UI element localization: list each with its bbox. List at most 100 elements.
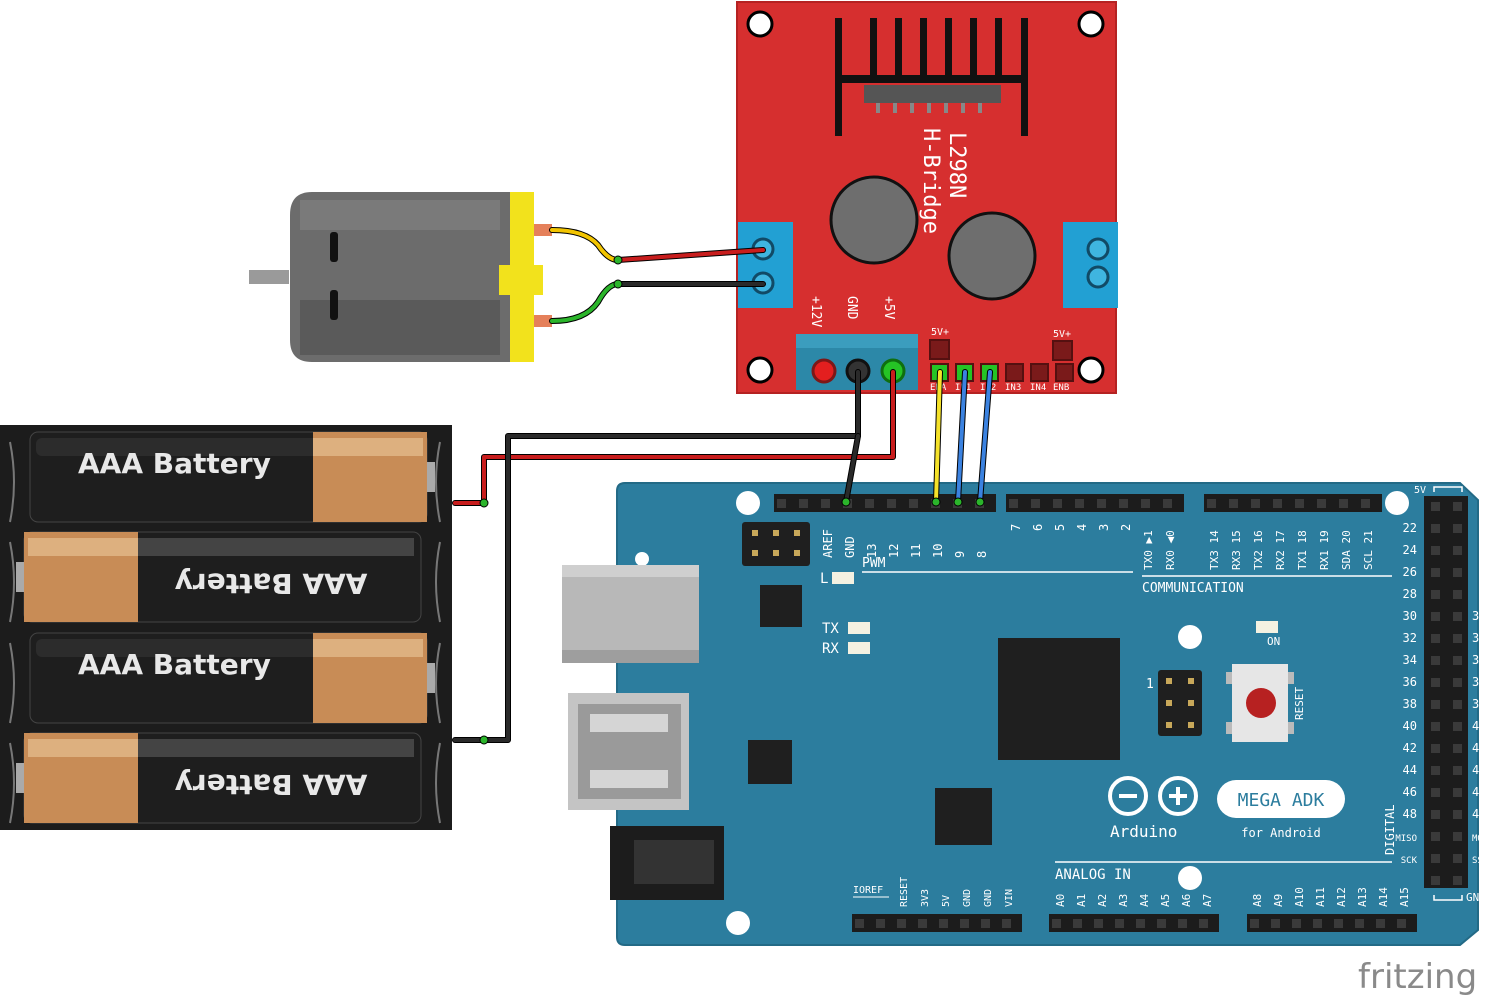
pin-label: 6 <box>1031 524 1045 531</box>
header-pin <box>1163 499 1172 508</box>
pin-label: RX2 17 <box>1274 530 1287 570</box>
battery-label: AAA Battery <box>175 567 368 600</box>
led-l <box>832 572 854 584</box>
pin-label: 8 <box>975 551 989 558</box>
pin-label: 35 <box>1472 653 1486 667</box>
pin-label: A14 <box>1377 887 1390 907</box>
header-pin <box>1453 612 1462 621</box>
pin-label: 47 <box>1472 785 1486 799</box>
header-pin <box>1431 590 1440 599</box>
pin-label: VIN <box>1004 889 1015 907</box>
logic-5v-label: 5V+ <box>931 327 949 338</box>
aaa-battery-cell: AAA Battery <box>9 632 441 724</box>
pin-label: 9 <box>953 551 967 558</box>
header-pin <box>1453 546 1462 555</box>
pin-label: 11 <box>909 544 923 558</box>
header-pin <box>1431 612 1440 621</box>
pin-label: RX0 ◀0 <box>1164 530 1177 570</box>
pin-label: A12 <box>1335 887 1348 907</box>
pin-label: 39 <box>1472 697 1486 711</box>
pin-label: MISO <box>1395 834 1417 844</box>
header-pin <box>855 919 864 928</box>
header-pin <box>1273 499 1282 508</box>
mount-hole <box>635 552 649 566</box>
header-pin <box>1075 499 1084 508</box>
header-pin <box>1431 634 1440 643</box>
header-pin <box>1199 919 1208 928</box>
reset-button[interactable] <box>1226 664 1294 742</box>
header-power-body <box>852 914 1022 932</box>
header-pin <box>1453 656 1462 665</box>
header-pin <box>1431 502 1440 511</box>
header-pin <box>887 499 896 508</box>
logic-5v-label-2: 5V+ <box>1053 329 1071 340</box>
digital-header-top <box>774 494 1382 512</box>
pin-label: A7 <box>1201 894 1214 907</box>
header-pin <box>981 919 990 928</box>
led-on <box>1256 621 1278 633</box>
header-pin <box>1052 919 1061 928</box>
pin-label: A1 <box>1075 894 1088 907</box>
header-pin <box>1157 919 1166 928</box>
header-pin <box>1453 766 1462 775</box>
header-pin <box>1431 524 1440 533</box>
mount-hole <box>1077 356 1105 384</box>
aaa-battery-cell: AAA Battery <box>9 431 441 523</box>
header-pin <box>1094 919 1103 928</box>
header-pin <box>1136 919 1145 928</box>
control-pin <box>1005 363 1024 382</box>
pin-label: A13 <box>1356 887 1369 907</box>
header-pin <box>897 919 906 928</box>
usb-a-connector <box>568 693 689 810</box>
pin-label: A3 <box>1117 894 1130 907</box>
pin-label: TX3 14 <box>1208 530 1221 570</box>
header-pin <box>1431 832 1440 841</box>
header-pin <box>1453 722 1462 731</box>
analog-label: ANALOG IN <box>1055 867 1131 883</box>
wires <box>452 227 993 745</box>
header-pin <box>1453 744 1462 753</box>
header-pin <box>1453 876 1462 885</box>
pin-label: 28 <box>1403 587 1417 601</box>
5v-jumper <box>929 339 950 360</box>
top-5v-label: 5V <box>1414 485 1426 496</box>
model-name: MEGA ADK <box>1238 790 1325 811</box>
header-pin <box>918 919 927 928</box>
pin-label: 41 <box>1472 719 1486 733</box>
header-pin <box>1317 499 1326 508</box>
pin-label: 48 <box>1403 807 1417 821</box>
digital-label: DIGITAL <box>1383 804 1397 855</box>
header-pin <box>777 499 786 508</box>
header-pin <box>1053 499 1062 508</box>
header-pin <box>1453 524 1462 533</box>
motor-b-terminal <box>1063 222 1118 308</box>
pin-label: 7 <box>1009 524 1023 531</box>
pin-label: A15 <box>1398 887 1411 907</box>
pin-label: 32 <box>1403 631 1417 645</box>
header-pin <box>939 919 948 928</box>
pin-label: 13 <box>865 544 879 558</box>
pin-label: IOREF <box>853 885 883 896</box>
chip <box>760 585 802 627</box>
gnd-bracket <box>1433 895 1463 901</box>
header-pin <box>1002 919 1011 928</box>
header-pin <box>909 499 918 508</box>
hbridge-name: L298N <box>944 132 969 198</box>
header-pin <box>1431 788 1440 797</box>
header-pin <box>1431 854 1440 863</box>
hbridge-subtitle: H-Bridge <box>918 128 943 234</box>
pin-label: 3V3 <box>920 889 931 907</box>
pin-label: 5 <box>1053 524 1067 531</box>
header-pin <box>1431 744 1440 753</box>
header-pin <box>1453 634 1462 643</box>
header-pin <box>1009 499 1018 508</box>
header-pin <box>1453 590 1462 599</box>
header-analog-high-body <box>1247 914 1417 932</box>
pin-label: 12 <box>887 544 901 558</box>
pin-label: 38 <box>1403 697 1417 711</box>
terminal-label: +5V <box>881 296 896 320</box>
